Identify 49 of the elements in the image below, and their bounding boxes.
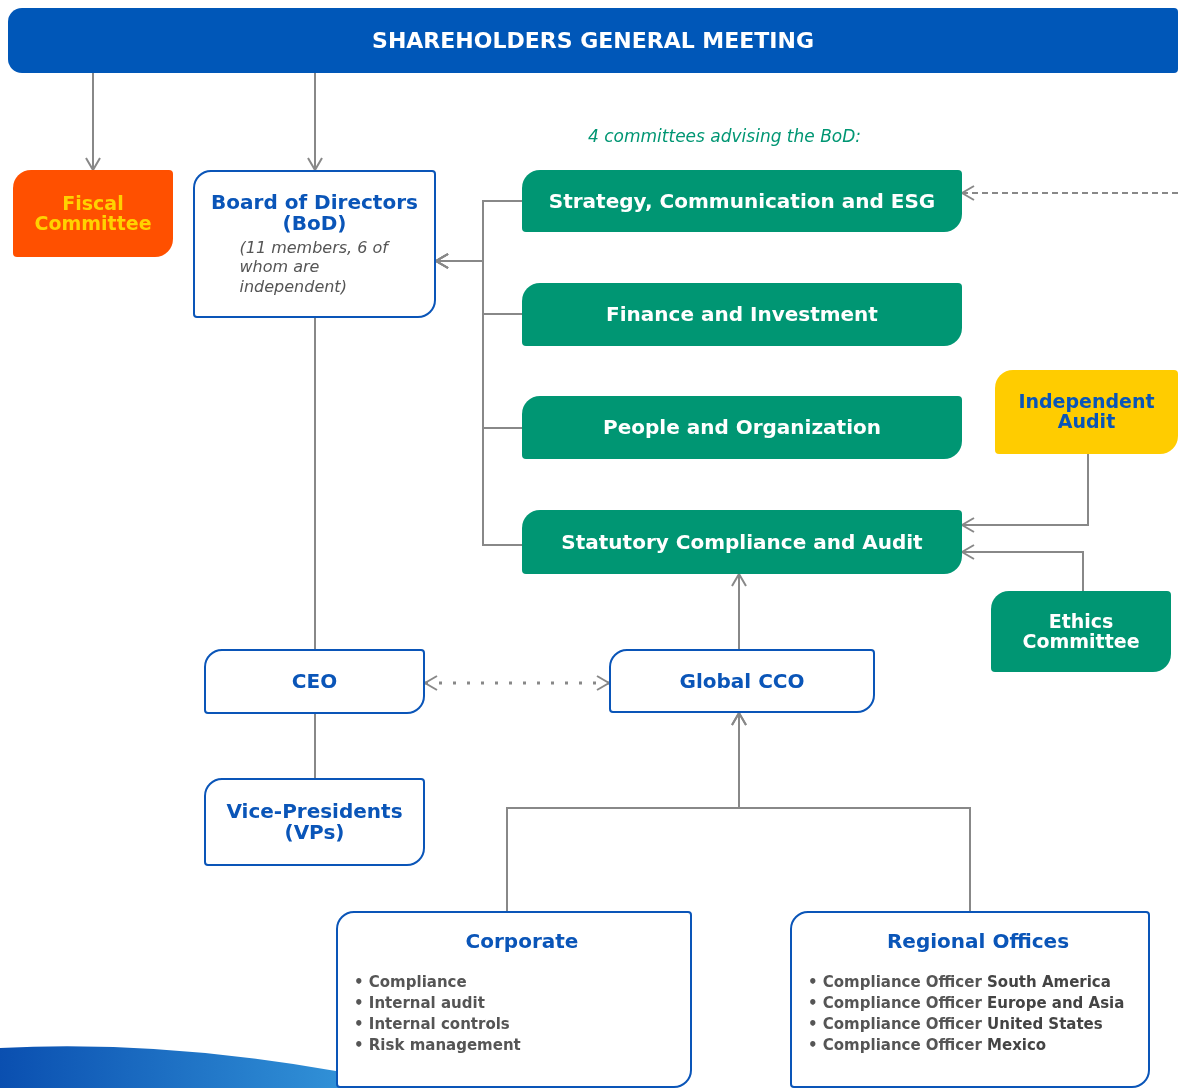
- list-item: • Internal audit: [354, 994, 486, 1012]
- arrow: [731, 712, 971, 912]
- department-box: [336, 911, 692, 1088]
- committee-box: [13, 170, 173, 257]
- list-item: • Risk management: [354, 1036, 521, 1054]
- node-title: Statutory Compliance and Audit: [561, 531, 923, 553]
- committee-box: [991, 591, 1171, 672]
- list-item: • Internal controls: [354, 1015, 511, 1033]
- node-title: Regional Offices: [886, 931, 1070, 952]
- arrow: [731, 573, 747, 650]
- banner: [8, 8, 1178, 73]
- node-title: SHAREHOLDERS GENERAL MEETING: [372, 28, 814, 53]
- node-title: Corporate: [465, 931, 579, 952]
- committee-box: [522, 396, 962, 459]
- arrow: [424, 675, 610, 691]
- committee-box: [522, 170, 962, 232]
- role-box: [204, 649, 425, 714]
- node-title: Strategy, Communication and ESG: [548, 190, 936, 212]
- list-item: • Compliance Officer South America: [808, 973, 1112, 991]
- role-box: [609, 649, 875, 713]
- node-title: People and Organization: [603, 417, 881, 438]
- list-item: • Compliance Officer Europe and Asia: [808, 994, 1125, 1012]
- arrow: [307, 72, 323, 171]
- node-title: Ethics Committee: [1021, 611, 1141, 652]
- committee-box: [522, 510, 962, 574]
- department-box: [790, 911, 1150, 1088]
- node-title: Global CCO: [679, 670, 805, 692]
- committee-box: [522, 283, 962, 346]
- node-title: Independent Audit: [1017, 392, 1156, 432]
- role-box: [204, 778, 425, 866]
- connector-line: [314, 713, 316, 779]
- node-description: (11 members, 6 of whom are independent): [239, 238, 390, 296]
- arrow: [961, 185, 1178, 201]
- connector-line: [314, 317, 316, 650]
- node-title: Finance and Investment: [606, 304, 878, 325]
- board-box: [193, 170, 436, 318]
- arrow: [85, 72, 101, 171]
- audit-box: [995, 370, 1178, 454]
- list-item: • Compliance Officer Mexico: [808, 1036, 1048, 1054]
- node-title: Board of Directors (BoD): [210, 192, 419, 235]
- arrow: [961, 544, 1084, 592]
- annotation-text: 4 committees advising the BoD:: [588, 126, 862, 146]
- node-title: Vice-Presidents (VPs): [225, 801, 404, 843]
- node-title: Fiscal Committee: [33, 193, 153, 234]
- list-item: • Compliance Officer United States: [808, 1015, 1104, 1033]
- arrow: [961, 453, 1089, 533]
- node-title: CEO: [291, 671, 338, 692]
- list-item: • Compliance: [354, 973, 468, 991]
- arrow: [435, 253, 523, 546]
